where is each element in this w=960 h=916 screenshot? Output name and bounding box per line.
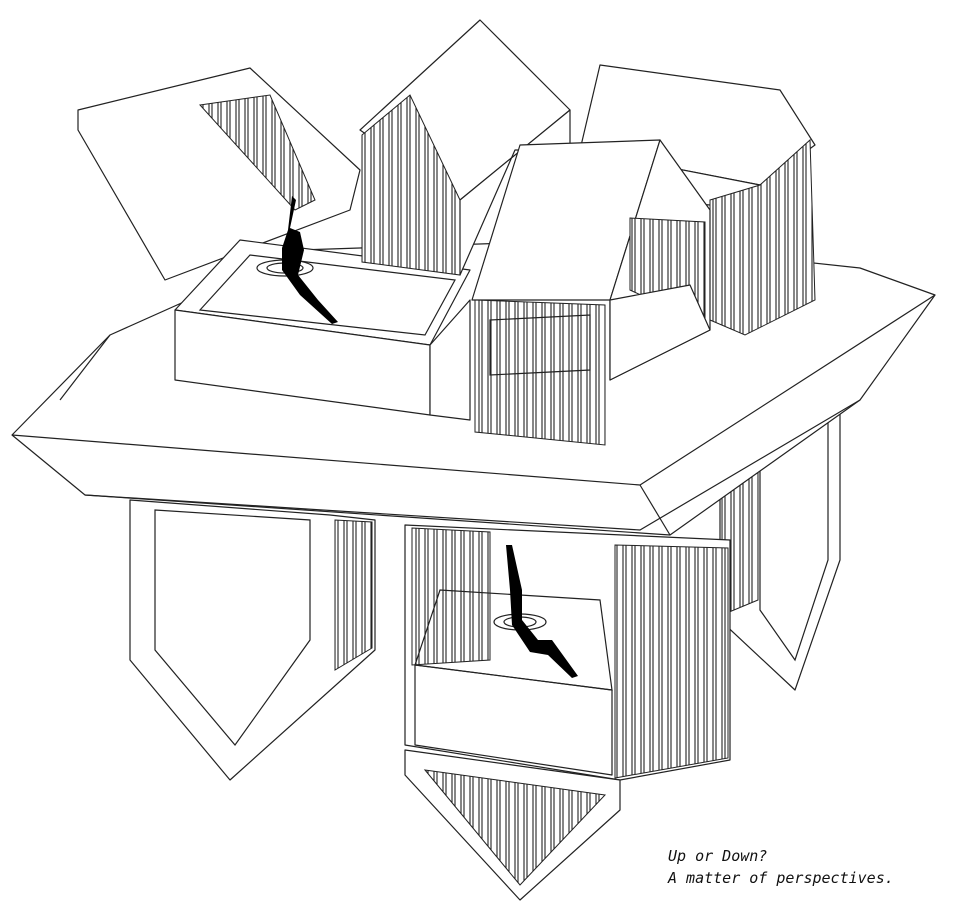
caption-line-1: Up or Down?: [668, 847, 768, 865]
swimmer-bottom: [493, 545, 578, 678]
lower-left-volume: [129, 499, 376, 781]
swimmer-top: [256, 196, 338, 324]
caption: Up or Down? A matter of perspectives.: [668, 845, 894, 889]
caption-line-2: A matter of perspectives.: [668, 869, 894, 887]
lower-center-volume: [404, 524, 731, 901]
house-back-left: [359, 19, 571, 276]
stair-ramp: [77, 67, 361, 281]
house-front: [471, 139, 711, 446]
